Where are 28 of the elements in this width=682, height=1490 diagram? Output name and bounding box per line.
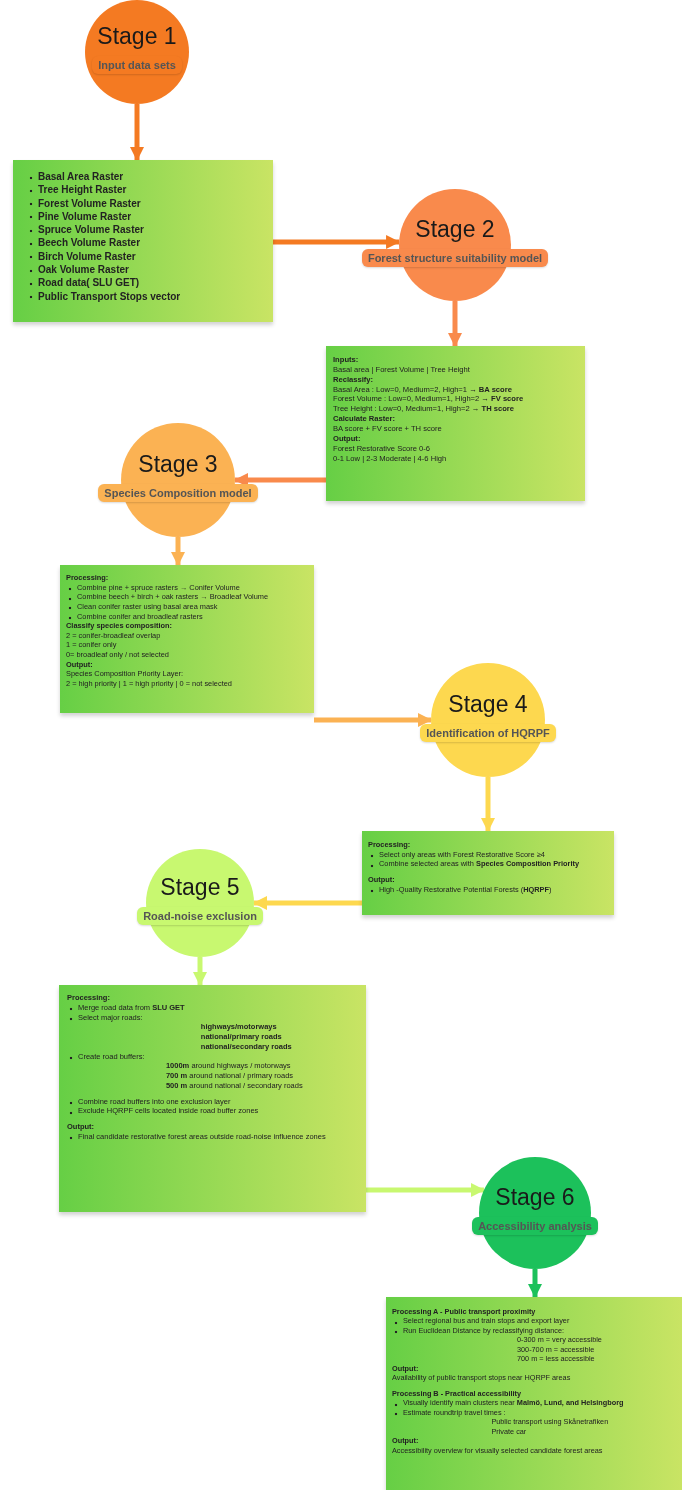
- arrow: [253, 896, 362, 910]
- arrow: [314, 713, 432, 727]
- stage-subtitle: Road-noise exclusion: [137, 906, 263, 925]
- arrow: [171, 537, 185, 566]
- arrow: [366, 1183, 485, 1197]
- stage-subtitle: Species Composition model: [98, 483, 258, 502]
- stage-title: Stage 5: [160, 875, 240, 899]
- stage-title: Stage 2: [415, 217, 495, 241]
- stage-subtitle: Forest structure suitability model: [361, 248, 549, 267]
- stage-title: Stage 1: [97, 24, 177, 48]
- arrow: [448, 301, 462, 347]
- arrow: [481, 777, 495, 832]
- arrow: [193, 957, 207, 986]
- process-card: [326, 346, 585, 501]
- stage-title: Stage 4: [448, 692, 528, 716]
- process-card: [362, 831, 614, 915]
- arrow: [130, 104, 144, 161]
- stage-subtitle: Input data sets: [92, 55, 182, 74]
- arrow: [528, 1269, 542, 1298]
- stage-title: Stage 6: [495, 1185, 575, 1209]
- stage-subtitle: Identification of HQRPF: [420, 723, 556, 742]
- process-card: [59, 985, 366, 1212]
- stage-title: Stage 3: [138, 452, 218, 476]
- process-card: [386, 1297, 682, 1490]
- arrow: [273, 235, 401, 249]
- process-card: [13, 160, 273, 322]
- stage-subtitle: Accessibility analysis: [472, 1216, 598, 1235]
- process-card: [60, 565, 314, 713]
